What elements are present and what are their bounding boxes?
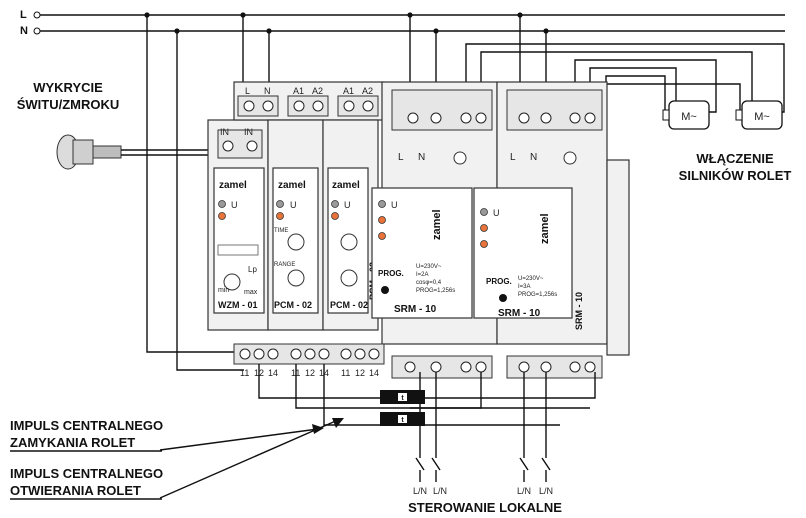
light-sensor [56, 134, 248, 170]
svg-text:11: 11 [341, 368, 350, 378]
svg-text:A1: A1 [343, 86, 354, 96]
svg-text:PROG=1,256s: PROG=1,256s [416, 288, 455, 294]
svg-text:TIME: TIME [274, 228, 288, 234]
end-plate [606, 159, 630, 356]
pcm2-model-label: PCM - 02 [330, 300, 368, 310]
wzm-model-label: WZM - 01 [218, 300, 258, 310]
svg-text:zamel: zamel [219, 180, 247, 191]
svg-text:max: max [244, 289, 258, 296]
neutral-terminal [33, 27, 41, 35]
motor-1: M~ [662, 100, 710, 130]
svg-text:L: L [245, 86, 250, 96]
svg-text:U: U [493, 208, 500, 218]
motor-2: M~ [735, 100, 783, 130]
svg-text:14: 14 [268, 368, 278, 378]
svg-text:U: U [290, 200, 297, 210]
svg-text:PROG=1,256s: PROG=1,256s [518, 292, 557, 298]
open-impulse-arrow [159, 419, 339, 499]
svg-text:I=2A: I=2A [416, 272, 429, 278]
timer-mark-1: t [380, 390, 425, 404]
svg-text:M~: M~ [681, 111, 697, 123]
switch-label-4: L/N [539, 486, 553, 496]
local-control-label: STEROWANIE LOKALNE [408, 500, 562, 515]
srm1-model-label: SRM - 10 [394, 304, 437, 315]
svg-text:I=3A: I=3A [518, 284, 531, 290]
close-impulse-arrow [159, 428, 319, 451]
svg-text:PROG.: PROG. [486, 277, 512, 286]
svg-text:A1: A1 [293, 86, 304, 96]
bottom-wiring [258, 364, 596, 450]
svg-text:min: min [218, 287, 229, 294]
switch-label-1: L/N [413, 486, 427, 496]
svg-text:12: 12 [355, 368, 365, 378]
svg-text:L: L [510, 152, 516, 163]
svg-text:cosφ=0,4: cosφ=0,4 [416, 280, 442, 286]
module-wzm-01: IN IN zamel U min max Lp WZM - 01 [207, 119, 269, 331]
sensor-label-line2: ŚWITU/ZMROKU [17, 97, 120, 112]
svg-text:U: U [231, 200, 238, 210]
local-switches [415, 450, 551, 482]
pcm1-model-label: PCM - 02 [274, 300, 312, 310]
svg-text:t: t [401, 417, 404, 424]
svg-text:zamel: zamel [539, 213, 551, 244]
svg-text:12: 12 [305, 368, 315, 378]
svg-text:U=230V~: U=230V~ [416, 264, 442, 270]
svg-text:N: N [530, 152, 537, 163]
srm2-model-label: SRM - 10 [498, 308, 541, 319]
svg-text:RANGE: RANGE [274, 262, 295, 268]
svg-text:IN: IN [244, 127, 253, 137]
svg-text:U: U [344, 200, 351, 210]
svg-text:L: L [398, 152, 404, 163]
svg-text:N: N [418, 152, 425, 163]
switch-label-2: L/N [433, 486, 447, 496]
bottom-terminals: 11 12 14 11 12 14 11 12 14 [233, 343, 385, 378]
close-impulse-label-2: ZAMYKANIA ROLET [10, 435, 135, 450]
svg-text:zamel: zamel [332, 180, 360, 191]
sensor-label-line1: WYKRYCIE [33, 80, 103, 95]
svg-text:U=230V~: U=230V~ [518, 276, 544, 282]
motors-label-line1: WŁĄCZENIE [696, 151, 774, 166]
open-impulse-arrowhead [332, 418, 344, 428]
open-impulse-label-1: IMPULS CENTRALNEGO [10, 466, 163, 481]
neutral-line-label: N [20, 25, 28, 37]
svg-text:M~: M~ [754, 111, 770, 123]
svg-text:14: 14 [369, 368, 379, 378]
svg-text:U: U [391, 200, 398, 210]
phase-line-label: L [20, 9, 27, 21]
motors-label-line2: SILNIKÓW ROLET [679, 168, 792, 183]
module-pcm-02-b: zamel U PCM - 02 PCM - 02 [322, 119, 379, 331]
svg-text:A2: A2 [312, 86, 323, 96]
srm-bottom-terminals [391, 355, 603, 379]
module-pcm-02-a: zamel U TIME RANGE PCM - 02 [267, 119, 324, 331]
svg-text:zamel: zamel [431, 209, 443, 240]
timer-mark-2: t [380, 412, 425, 426]
svg-text:PROG.: PROG. [378, 269, 404, 278]
svg-text:t: t [401, 395, 404, 402]
module-srm-10-b: L N U zamel PROG. U=230V~ I=3A PROG=1,25… [473, 81, 608, 345]
svg-text:zamel: zamel [278, 180, 306, 191]
svg-text:11: 11 [240, 368, 249, 378]
supply-drops [146, 15, 547, 371]
phase-terminal [33, 11, 41, 19]
close-impulse-label-1: IMPULS CENTRALNEGO [10, 418, 163, 433]
switch-label-3: L/N [517, 486, 531, 496]
svg-text:IN: IN [220, 127, 229, 137]
top-terminal-block: L N A1 A2 A1 A2 [233, 81, 385, 121]
svg-text:N: N [264, 86, 271, 96]
open-impulse-label-2: OTWIERANIA ROLET [10, 483, 141, 498]
svg-text:SRM - 10: SRM - 10 [574, 292, 584, 330]
svg-text:A2: A2 [362, 86, 373, 96]
svg-text:Lp: Lp [248, 265, 257, 274]
